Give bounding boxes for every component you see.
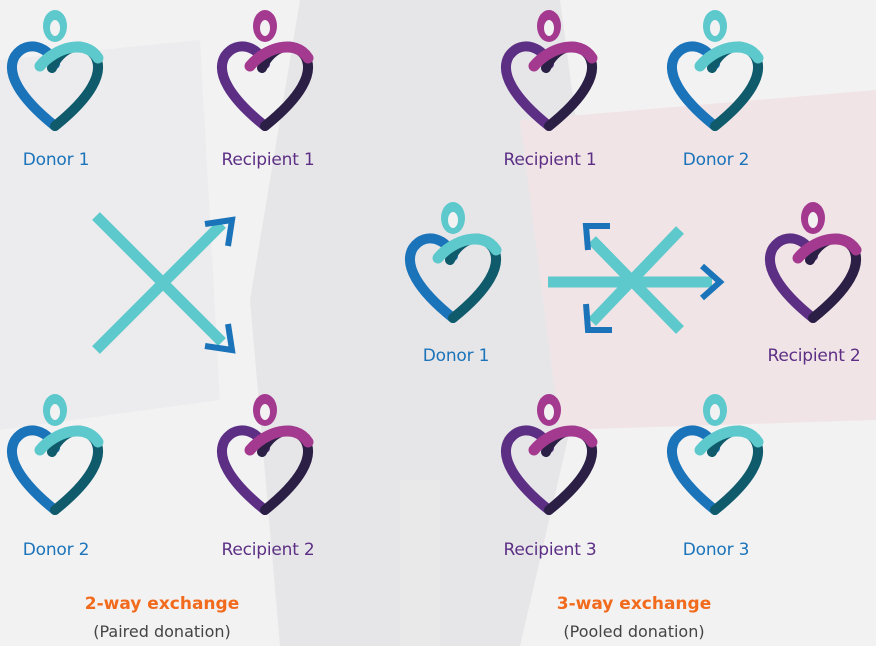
arrowhead-icon	[204, 216, 236, 247]
donor-heart-person-icon	[6, 394, 104, 515]
three-way-star-arrows	[548, 223, 725, 334]
recipient-heart-person-icon	[216, 394, 314, 515]
recipient-heart-person-icon	[500, 394, 598, 515]
recipient-heart-person-icon	[500, 10, 598, 131]
donor-heart-person-icon	[666, 394, 764, 515]
three-way-recipient-1-label: Recipient 1	[503, 150, 597, 170]
three-way-subtitle: (Pooled donation)	[563, 622, 705, 641]
three-way-recipient-2-label: Recipient 2	[767, 346, 861, 366]
recipient-heart-person-icon	[764, 202, 862, 323]
three-way-donor-3-label: Donor 3	[682, 540, 750, 560]
donor-2-label: Donor 2	[22, 540, 90, 560]
recipient-1-label: Recipient 1	[221, 150, 315, 170]
arrowhead-icon	[583, 303, 612, 333]
donor-heart-person-icon	[666, 10, 764, 131]
two-way-subtitle: (Paired donation)	[93, 622, 231, 641]
three-way-recipient-3-label: Recipient 3	[503, 540, 597, 560]
arrowhead-icon	[700, 263, 725, 301]
three-way-title: 3-way exchange	[556, 594, 712, 614]
three-way-donor-1-label: Donor 1	[422, 346, 490, 366]
two-way-cross-arrows	[92, 212, 236, 354]
arrowhead-icon	[204, 323, 236, 354]
donor-heart-person-icon	[404, 202, 502, 323]
recipient-heart-person-icon	[216, 10, 314, 131]
three-way-donor-2-label: Donor 2	[682, 150, 750, 170]
donor-heart-person-icon	[6, 10, 104, 131]
recipient-2-label: Recipient 2	[221, 540, 315, 560]
two-way-title: 2-way exchange	[84, 594, 240, 614]
donor-1-label: Donor 1	[22, 150, 90, 170]
arrowhead-icon	[582, 223, 610, 251]
